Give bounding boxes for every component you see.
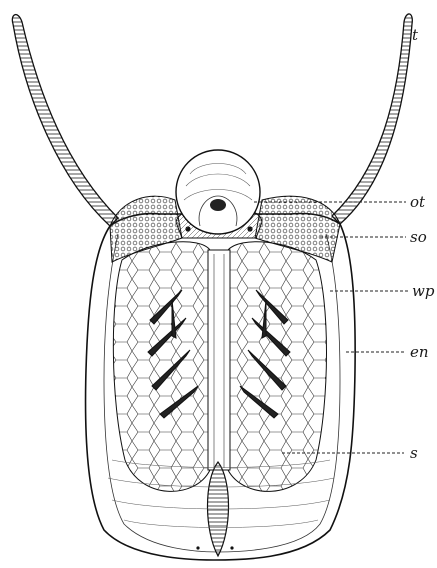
right-tentacle bbox=[332, 14, 412, 224]
label-so: so bbox=[410, 230, 427, 245]
label-en: en bbox=[410, 345, 429, 360]
label-t: t bbox=[412, 28, 418, 43]
left-tentacle bbox=[12, 15, 118, 226]
label-s: s bbox=[410, 446, 418, 461]
label-wp: wp bbox=[412, 284, 434, 299]
otocyst bbox=[176, 150, 262, 238]
label-ot: ot bbox=[410, 195, 425, 210]
